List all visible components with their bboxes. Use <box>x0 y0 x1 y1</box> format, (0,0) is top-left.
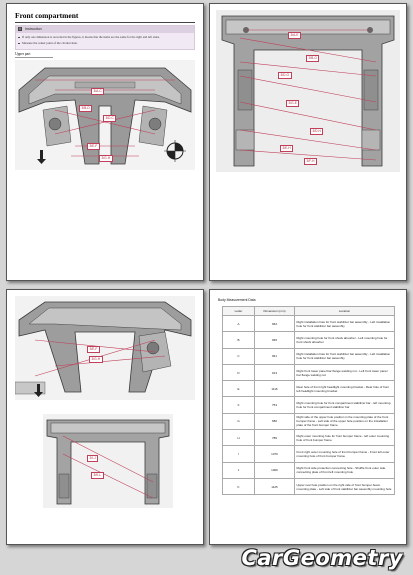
table-caption: Body Measurement Data <box>218 298 256 302</box>
front-compartment-upper-figure <box>15 60 195 170</box>
table-row: J 1006 Right front side protection conne… <box>222 461 395 479</box>
location-cell: Right mounting hole for front shock abso… <box>294 331 395 349</box>
front-bumper-frame-figure <box>43 414 173 508</box>
dimension-label: 3/F-H <box>304 158 317 165</box>
letter-cell: J <box>222 461 255 479</box>
dimension-label: 3/E-H <box>280 145 294 152</box>
column-header: Location <box>294 306 395 316</box>
dimension-label: 3/K-L <box>91 472 104 479</box>
letter-cell: A <box>222 314 255 333</box>
dimension-label: 3/D-H <box>310 128 324 135</box>
document-page-1: Front compartment i Instruction If only … <box>6 3 204 281</box>
table-row: K 1125 Upper rear hole position on the r… <box>222 477 395 496</box>
dimension-cell: 913 <box>254 363 295 382</box>
bullet-icon <box>18 36 20 39</box>
letter-cell: B <box>222 331 255 349</box>
dimension-cell: 1006 <box>254 461 295 479</box>
document-page-3: 3/E-F 3/G-H 3/I-J 3/K-L <box>6 289 204 545</box>
table-row: G 680 Right side of the upper hole posit… <box>222 412 395 431</box>
table-row: C 961 Right installation hole for front … <box>222 347 395 365</box>
bullet-icon <box>18 42 20 45</box>
section-label: Upper part <box>15 52 31 56</box>
letter-cell: E <box>222 380 255 398</box>
notice-label: Instruction <box>25 27 42 31</box>
front-compartment-front-view-figure <box>216 10 400 172</box>
dimension-cell: 962 <box>254 314 295 333</box>
document-page-2: 3/A-E 3/B-G 3/D-G 3/G-E 3/D-H 3/E-H 3/F-… <box>209 3 407 281</box>
location-cell: Right side of the upper hole position in… <box>294 412 395 431</box>
table-row: E 1116 Rear hole of front right headligh… <box>222 380 395 398</box>
dimension-cell: 965 <box>254 331 295 349</box>
document-page-4: Body Measurement Data Letter Dimension (… <box>209 289 407 545</box>
table-header-row: Letter Dimension (mm) Location <box>222 306 395 316</box>
table-row: I 1070 Front right outer mounting hole o… <box>222 445 395 463</box>
dimension-cell: 786 <box>254 429 295 447</box>
title-divider <box>15 22 195 23</box>
letter-cell: F <box>222 396 255 414</box>
front-compartment-side-figure <box>15 296 195 400</box>
location-cell: Right front lower panel bar flange weldi… <box>294 363 395 382</box>
location-cell: Right outer mounting hole for front bump… <box>294 429 395 447</box>
letter-cell: I <box>222 445 255 463</box>
location-cell: Right installation hole for front stabil… <box>294 314 395 333</box>
dimension-label: 3/D-C <box>103 115 117 122</box>
location-cell: Right front side protection connecting h… <box>294 461 395 479</box>
letter-cell: D <box>222 363 255 382</box>
dimension-label: 3/G-H <box>89 356 103 363</box>
dimension-cell: 961 <box>254 347 295 365</box>
dimension-cell: 1070 <box>254 445 295 463</box>
dimension-label: 3/A-C <box>91 88 105 95</box>
location-cell: Upper rear hole position on the right si… <box>294 477 395 496</box>
table-row: A 962 Right installation hole for front … <box>222 314 395 333</box>
column-header: Letter <box>222 306 255 316</box>
dimension-cell: 680 <box>254 412 295 431</box>
table-row: B 965 Right mounting hole for front shoc… <box>222 331 395 349</box>
dimension-label: 3/B-D <box>79 105 93 112</box>
notice-line: If only one dimension is recorded in the… <box>22 35 160 39</box>
dimension-label: 3/I-J <box>87 455 99 462</box>
page-title: Front compartment <box>15 11 79 20</box>
table-row: H 786 Right outer mounting hole for fron… <box>222 429 395 447</box>
letter-cell: H <box>222 429 255 447</box>
letter-cell: C <box>222 347 255 365</box>
info-icon: i <box>18 27 22 31</box>
column-header: Dimension (mm) <box>254 306 295 316</box>
letter-cell: K <box>222 477 255 496</box>
brand-logo: CarGeometry <box>241 546 403 570</box>
dimension-cell: 1116 <box>254 380 295 398</box>
letter-cell: G <box>222 412 255 431</box>
notice-box: i Instruction If only one dimension is r… <box>15 25 195 50</box>
dimension-label: 3/D-G <box>278 72 292 79</box>
dimension-label: 3/G-H <box>99 155 113 162</box>
dimension-label: 3/E-F <box>87 143 100 150</box>
table-row: F 753 Right mounting hole for front comp… <box>222 396 395 414</box>
dimension-cell: 753 <box>254 396 295 414</box>
location-cell: Rear hole of front right headlight mount… <box>294 380 395 398</box>
dimension-cell: 1125 <box>254 477 295 496</box>
location-cell: Right installation hole for front stabil… <box>294 347 395 365</box>
crosshair-icon <box>163 139 187 163</box>
dimension-label: 3/A-E <box>288 32 301 39</box>
location-cell: Right mounting hole for front compartmen… <box>294 396 395 414</box>
dimension-label: 3/E-F <box>87 346 100 353</box>
location-cell: Front right outer mounting hole of front… <box>294 445 395 463</box>
body-measurement-table: Letter Dimension (mm) Location A 962 Rig… <box>222 306 395 496</box>
dimension-label: 3/B-G <box>306 55 320 62</box>
notice-line: Measure the center point of the circular… <box>22 41 78 45</box>
notice-header: i Instruction <box>16 26 194 33</box>
dimension-label: 3/G-E <box>286 100 300 107</box>
table-row: D 913 Right front lower panel bar flange… <box>222 363 395 382</box>
section-divider <box>15 57 53 58</box>
